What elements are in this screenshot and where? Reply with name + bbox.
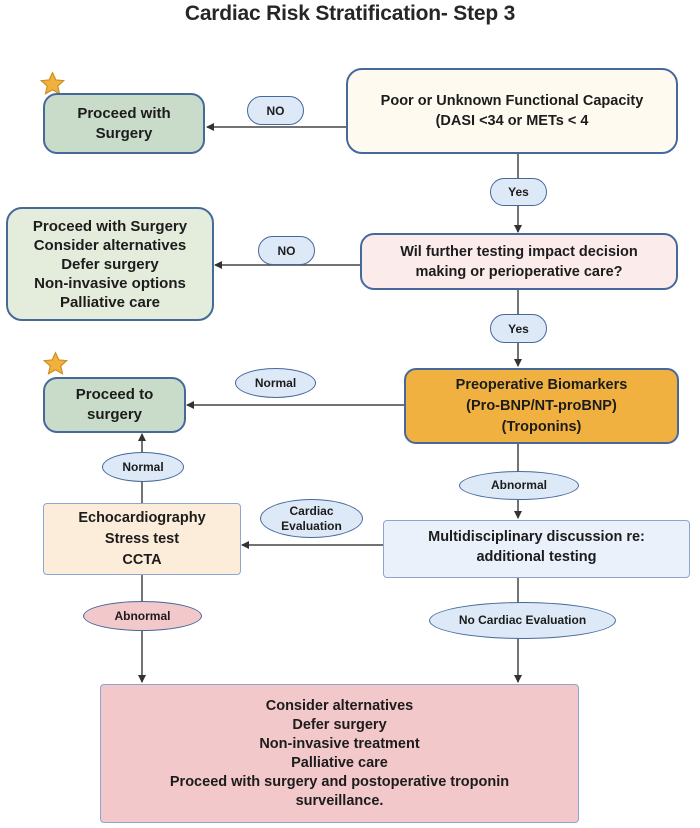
node-text: Consider alternatives xyxy=(33,236,187,254)
node-text: Stress test xyxy=(104,530,180,547)
edge-label-text: Evaluation xyxy=(281,518,342,533)
node-text: Wil further testing impact decision xyxy=(400,243,638,260)
node-text: surveillance. xyxy=(295,792,384,809)
node-proceed-to-surgery: Proceed to surgery xyxy=(43,377,186,433)
node-text: Echocardiography xyxy=(78,509,206,526)
node-text: Poor or Unknown Functional Capacity xyxy=(380,93,644,109)
node-proceed-with-surgery: Proceed with Surgery xyxy=(43,93,205,154)
node-text: Surgery xyxy=(95,124,153,142)
node-text: Defer surgery xyxy=(61,255,159,273)
node-text: CCTA xyxy=(122,551,162,568)
star-icon xyxy=(39,71,66,95)
node-text: Palliative care xyxy=(59,293,161,311)
node-text: Proceed with xyxy=(77,104,171,122)
node-functional-capacity: Poor or Unknown Functional Capacity (DAS… xyxy=(346,68,678,154)
star-icon xyxy=(42,351,69,375)
node-biomarkers: Preoperative Biomarkers (Pro-BNP/NT-proB… xyxy=(404,368,679,444)
node-text: Proceed to xyxy=(75,386,154,403)
edge-label-abnormal: Abnormal xyxy=(83,601,202,631)
node-text: (Troponins) xyxy=(501,418,582,435)
node-text: Defer surgery xyxy=(292,716,387,733)
node-text: additional testing xyxy=(476,549,597,565)
node-text: (DASI <34 or METs < 4 xyxy=(435,113,589,129)
edge-label-no: NO xyxy=(247,96,304,125)
node-text: surgery xyxy=(86,406,143,423)
edge-label-text: Cardiac xyxy=(289,503,334,518)
node-text: Multidisciplinary discussion re: xyxy=(428,529,645,545)
edge-label-yes: Yes xyxy=(490,314,547,343)
edge-label-yes: Yes xyxy=(490,178,547,206)
edge-label-abnormal: Abnormal xyxy=(459,471,579,500)
diagram-title: Cardiac Risk Stratification- Step 3 xyxy=(184,2,516,25)
node-text: Consider alternatives xyxy=(265,697,414,714)
node-text: Preoperative Biomarkers xyxy=(455,376,628,393)
node-options-1: Proceed with Surgery Consider alternativ… xyxy=(6,207,214,321)
node-text: Non-invasive treatment xyxy=(259,735,420,752)
node-multidisciplinary: Multidisciplinary discussion re: additio… xyxy=(383,520,690,578)
node-text: Proceed with surgery and postoperative t… xyxy=(169,773,510,790)
edge-label-cardiac-evaluation: Cardiac Evaluation xyxy=(260,499,363,538)
edge-label-normal: Normal xyxy=(102,452,184,482)
node-text: Non-invasive options xyxy=(34,274,186,292)
node-text: Palliative care xyxy=(291,754,388,771)
edge-label-no: NO xyxy=(258,236,315,265)
node-text: Proceed with Surgery xyxy=(32,217,188,235)
node-text: making or perioperative care? xyxy=(415,263,623,280)
edge-label-no-cardiac-evaluation: No Cardiac Evaluation xyxy=(429,602,616,639)
node-text: (Pro-BNP/NT-proBNP) xyxy=(466,397,617,414)
node-further-testing: Wil further testing impact decision maki… xyxy=(360,233,678,290)
node-final-options: Consider alternatives Defer surgery Non-… xyxy=(100,684,579,823)
node-tests: Echocardiography Stress test CCTA xyxy=(43,503,241,575)
edge-label-normal: Normal xyxy=(235,368,316,398)
